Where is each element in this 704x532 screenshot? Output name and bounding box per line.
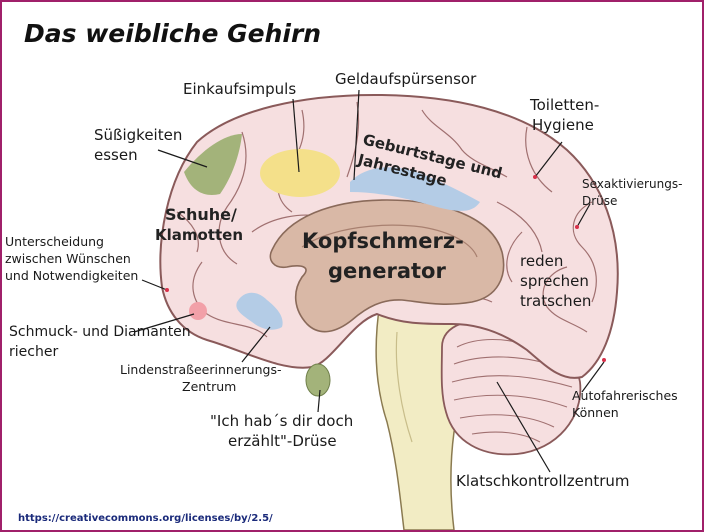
label-kopfschmerz-line2: generator (328, 259, 446, 283)
label-autofahrer-line2: Können (572, 405, 619, 420)
label-unterscheidung-line2: zwischen Wünschen (5, 251, 131, 266)
label-ich-hab-line1: "Ich hab´s dir doch (210, 412, 353, 430)
region-lindenstrasse (236, 292, 283, 330)
label-toiletten-line2: Hygiene (532, 116, 594, 134)
label-sexaktivierung-line1: Sexaktivierungs- (582, 177, 682, 191)
label-suessigkeiten-line2: essen (94, 146, 138, 164)
brain-stem-fold (395, 331, 413, 443)
label-schuhe-line1: Schuhe/ (165, 205, 237, 224)
label-klatschkontrollzentrum: Klatschkontrollzentrum (456, 472, 630, 490)
label-sexaktivierung-line2: Drüse (582, 194, 617, 208)
label-unterscheidung-line1: Unterscheidung (5, 234, 104, 249)
license-footer: https://creativecommons.org/licenses/by/… (18, 513, 273, 524)
cerebellum-folds (451, 339, 573, 443)
label-autofahrer-line1: Autofahrerisches (572, 388, 678, 403)
label-schmuck-line1: Schmuck- und Diamanten (9, 324, 191, 340)
region-ich-hab (305, 363, 331, 397)
label-toiletten-line1: Toiletten- (529, 96, 599, 114)
label-tratschen: tratschen (520, 292, 591, 310)
inner-brain-fold (301, 224, 478, 258)
label-lindenstrasse-line2: Zentrum (182, 379, 236, 394)
label-kopfschmerz-line1: Kopfschmerz- (302, 229, 464, 253)
region-einkauf (260, 149, 340, 197)
region-suessigkeiten (184, 134, 242, 195)
region-geburtstage (350, 167, 480, 211)
label-lindenstrasse-line1: Lindenstraßeerinnerungs- (120, 362, 281, 377)
marker-dots (165, 175, 606, 362)
diagram-title: Das weibliche Gehirn (24, 19, 321, 48)
label-einkaufsimpuls: Einkaufsimpuls (183, 80, 296, 98)
label-schmuck-line2: riecher (9, 344, 58, 360)
label-schuhe-line2: Klamotten (155, 226, 243, 244)
label-reden: reden (520, 252, 563, 270)
label-geldaufspuersensor: Geldaufspürsensor (335, 70, 477, 88)
label-ich-hab-line2: erzählt"-Drüse (228, 432, 337, 450)
label-sprechen: sprechen (520, 272, 589, 290)
region-schmuck (189, 302, 207, 320)
leader-lines (133, 89, 605, 473)
label-suessigkeiten-line1: Süßigkeiten (94, 126, 182, 144)
label-unterscheidung-line3: und Notwendigkeiten (5, 268, 138, 283)
